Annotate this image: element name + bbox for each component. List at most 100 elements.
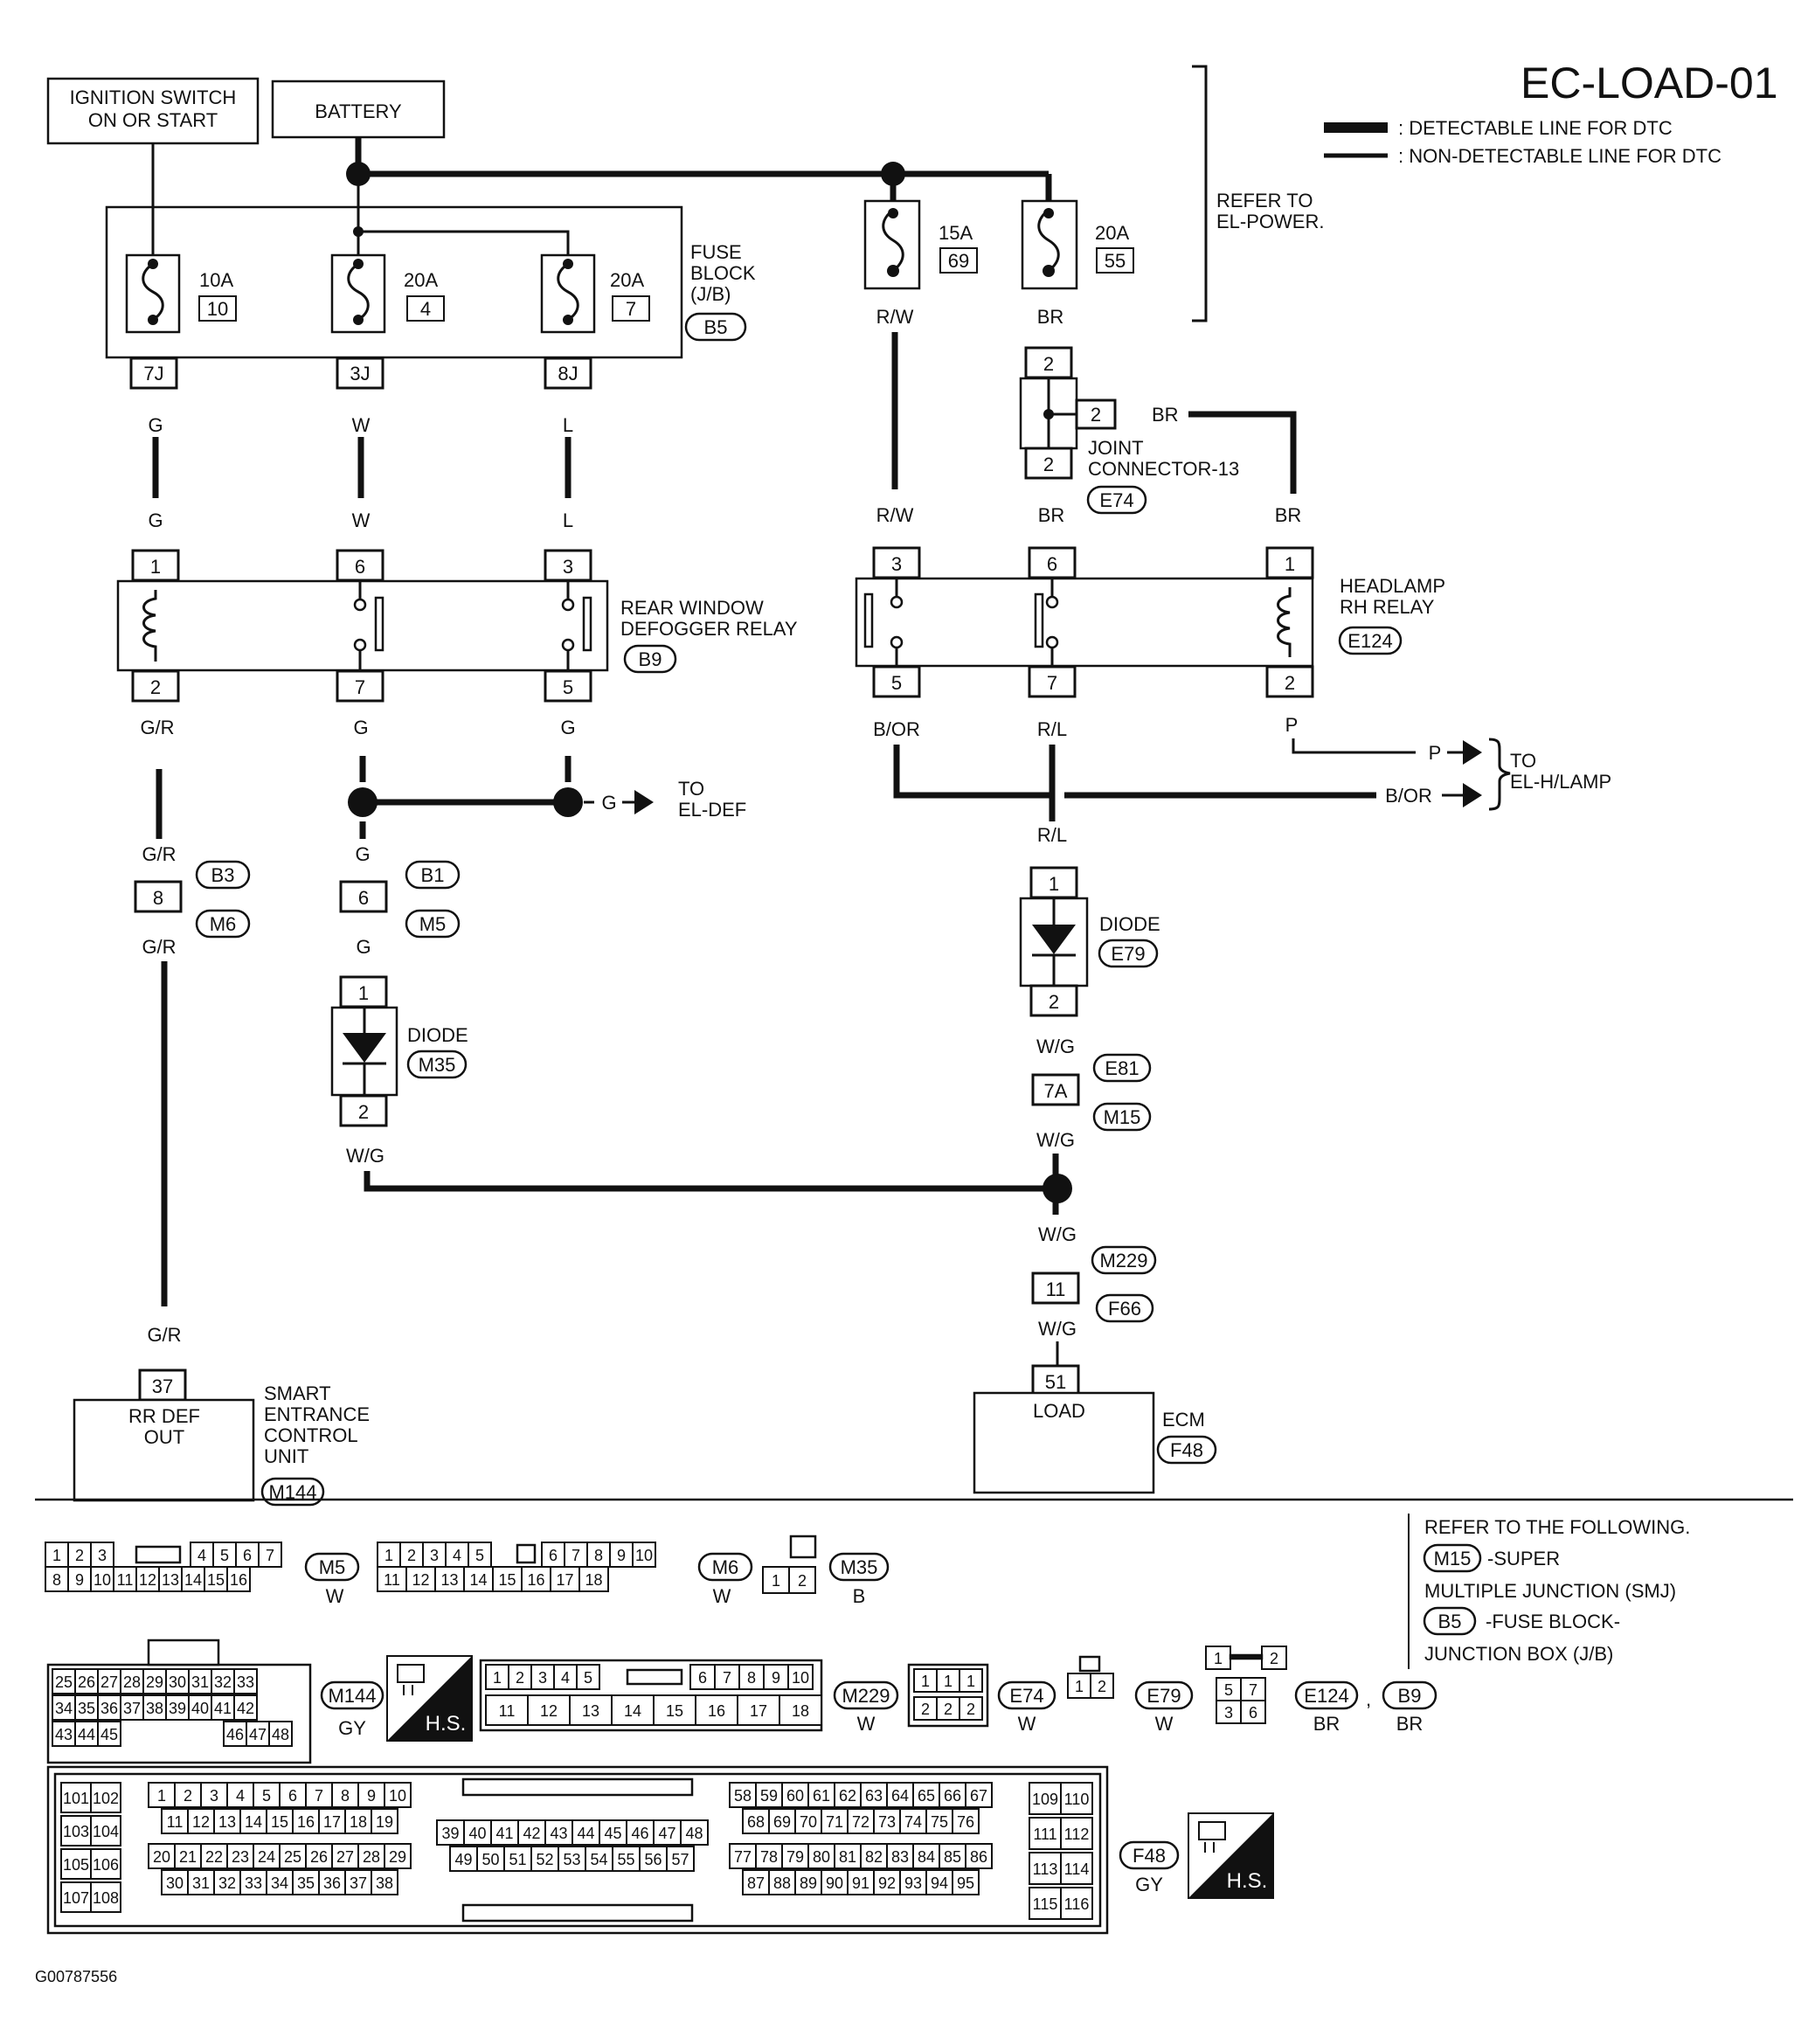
m144-view-color: GY bbox=[338, 1717, 366, 1739]
f48-pin-106: 106 bbox=[93, 1856, 119, 1874]
f48-code: F48 bbox=[1170, 1439, 1203, 1461]
joint-top-pin-box bbox=[1024, 346, 1073, 379]
m6-pin-14-cell bbox=[463, 1566, 494, 1592]
f48-pin-4: 4 bbox=[236, 1787, 245, 1805]
m229-pin-1: 1 bbox=[493, 1669, 502, 1687]
hlamp-wire-p: P bbox=[1429, 742, 1442, 764]
b9-view-pill bbox=[1382, 1680, 1437, 1710]
f48-pin-115: 115 bbox=[1033, 1895, 1058, 1913]
f48-pin-68: 68 bbox=[747, 1813, 765, 1831]
m144-pin-45-cell bbox=[97, 1721, 121, 1747]
f48-pin-31: 31 bbox=[192, 1874, 210, 1892]
m144-pin-48-cell bbox=[268, 1721, 293, 1747]
e74-pin-1-cell bbox=[959, 1668, 983, 1693]
m144-pin-28-cell bbox=[120, 1668, 144, 1694]
m15-pill bbox=[1092, 1102, 1152, 1132]
f48-pin-47: 47 bbox=[658, 1825, 675, 1842]
f48-pin-93: 93 bbox=[904, 1874, 922, 1892]
m6-pin-9-cell bbox=[609, 1542, 634, 1568]
f48-pin-36-cell bbox=[318, 1869, 346, 1895]
m229-pin-11-cell bbox=[485, 1694, 529, 1726]
f48-top-key bbox=[461, 1777, 694, 1797]
f48-pin-27: 27 bbox=[336, 1848, 354, 1866]
m6-pin-12: 12 bbox=[412, 1571, 429, 1589]
f48-pin-30-cell bbox=[161, 1869, 189, 1895]
m144-pin-31: 31 bbox=[191, 1673, 209, 1691]
f48-pin-48: 48 bbox=[685, 1825, 703, 1842]
f48-pin-62-cell bbox=[834, 1782, 862, 1808]
f48-pin-13: 13 bbox=[218, 1813, 236, 1831]
m5-pin-12-cell bbox=[135, 1566, 160, 1592]
f48-pin-6: 6 bbox=[288, 1787, 297, 1805]
e79-view-code: E79 bbox=[1146, 1685, 1181, 1707]
e74-pin-1: 1 bbox=[944, 1673, 953, 1690]
refer-line-3: MULTIPLE JUNCTION (SMJ) bbox=[1424, 1580, 1676, 1602]
relay-in-wire-1: G bbox=[148, 509, 163, 531]
f48-pin-48-cell bbox=[680, 1819, 709, 1846]
m144-pin-26-cell bbox=[74, 1668, 99, 1694]
f48-pin-11: 11 bbox=[167, 1813, 184, 1831]
m6-pin-14: 14 bbox=[469, 1571, 487, 1589]
e79-latch bbox=[1078, 1655, 1101, 1673]
f48-pin-32: 32 bbox=[218, 1874, 236, 1892]
f48-pin-116: 116 bbox=[1064, 1895, 1090, 1913]
joint-to-headlamp-wire bbox=[1188, 411, 1297, 494]
m5-pin-10: 10 bbox=[94, 1571, 111, 1589]
f48-pin-19-cell bbox=[371, 1808, 398, 1834]
f48-pin-36: 36 bbox=[323, 1874, 341, 1892]
m144-pin-41: 41 bbox=[214, 1700, 232, 1717]
ignition-line-1: IGNITION SWITCH bbox=[70, 87, 237, 108]
hs-badge-2 bbox=[1188, 1812, 1274, 1899]
f48-pin-3-cell bbox=[200, 1782, 228, 1808]
headlamp-pin-6: 6 bbox=[1047, 553, 1057, 575]
headlamp-out-wire-1: B/OR bbox=[873, 718, 920, 740]
m229-pin-7-cell bbox=[714, 1664, 740, 1690]
mid-connector-6 bbox=[339, 880, 388, 913]
m5-pin-7-cell bbox=[258, 1542, 282, 1568]
m229-view-pill bbox=[833, 1680, 899, 1710]
m144-pin-27: 27 bbox=[100, 1673, 118, 1691]
f48-pin-65: 65 bbox=[918, 1787, 935, 1805]
f48-pin-82: 82 bbox=[865, 1848, 883, 1866]
mid-to-ecm-wire bbox=[364, 1171, 1049, 1192]
hs-badge-1-text: H.S. bbox=[426, 1712, 467, 1736]
e124-bridge bbox=[1229, 1653, 1264, 1660]
f48-pin-35: 35 bbox=[297, 1874, 315, 1892]
m35-pin-1-cell bbox=[762, 1566, 790, 1594]
rear-relay-bottom-pins bbox=[131, 669, 592, 703]
f48-pin-55: 55 bbox=[617, 1851, 634, 1868]
f48-pin-31-cell bbox=[187, 1869, 215, 1895]
m5-pin-14-cell bbox=[181, 1566, 205, 1592]
e81-code: E81 bbox=[1105, 1057, 1139, 1079]
f48-pin-92: 92 bbox=[878, 1874, 896, 1892]
f48-pin-66: 66 bbox=[944, 1787, 961, 1805]
hlamp-arrow-1 bbox=[1463, 740, 1482, 765]
f48-pin-21: 21 bbox=[179, 1848, 197, 1866]
f48-pin-52: 52 bbox=[536, 1851, 553, 1868]
ecm-inner-label: LOAD bbox=[1033, 1400, 1085, 1422]
m5-pin-15: 15 bbox=[207, 1571, 225, 1589]
f48-pin-70-cell bbox=[794, 1808, 822, 1834]
m6-code: M6 bbox=[210, 913, 237, 935]
mid-wire-c: W/G bbox=[346, 1145, 384, 1167]
headlamp-relay-contacts bbox=[863, 579, 1059, 666]
f48-pin-20: 20 bbox=[153, 1848, 170, 1866]
rear-relay-pin-2: 2 bbox=[150, 676, 161, 698]
refer-power-line-1: REFER TO bbox=[1216, 190, 1313, 211]
e124-pin-1: 1 bbox=[1214, 1650, 1223, 1667]
smart-entrance-unit-box bbox=[73, 1398, 255, 1502]
m229-pin-5: 5 bbox=[584, 1669, 592, 1687]
f48-pin-78: 78 bbox=[760, 1848, 778, 1866]
f48-pin-24: 24 bbox=[258, 1848, 275, 1866]
m6-pin-16: 16 bbox=[527, 1571, 544, 1589]
m144-pin-42: 42 bbox=[237, 1700, 254, 1717]
f48-pin-44-cell bbox=[572, 1819, 600, 1846]
f48-pin-109-cell bbox=[1029, 1782, 1062, 1815]
joint-label-1: JOINT bbox=[1088, 437, 1144, 459]
e124-pin-6-cell bbox=[1240, 1700, 1266, 1724]
joint-top-pin: 2 bbox=[1043, 353, 1054, 375]
m6-pin-3: 3 bbox=[430, 1547, 439, 1564]
f48-pin-94: 94 bbox=[931, 1874, 948, 1892]
m35-pin-2-cell bbox=[788, 1566, 816, 1594]
fuse-7-num-box bbox=[612, 295, 650, 322]
